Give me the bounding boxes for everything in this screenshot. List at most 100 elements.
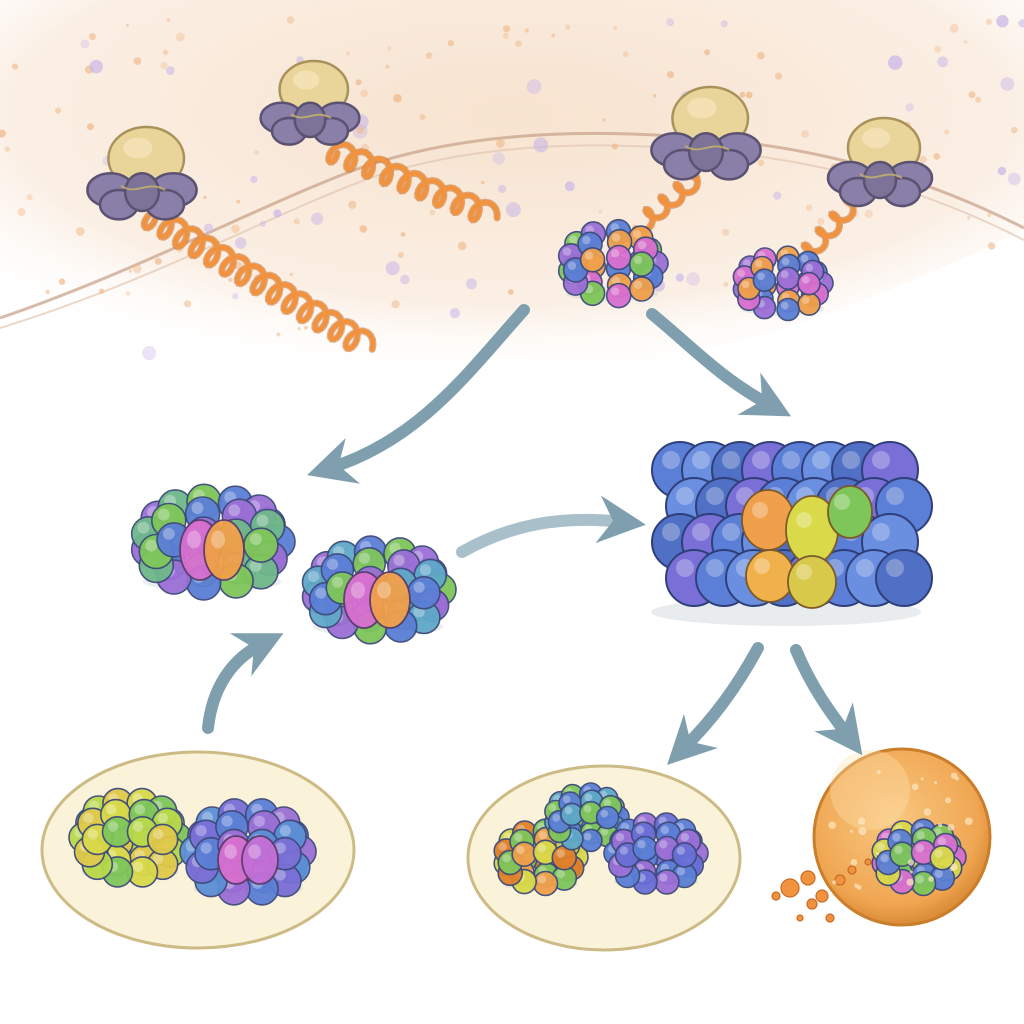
particle: [492, 152, 505, 165]
particle: [203, 195, 207, 199]
ribosome-4-bound-complex-subunit-shine: [757, 272, 765, 281]
pool-middle-blue-complex-subunit-shine: [659, 873, 668, 882]
ribosome-3-bound-complex-subunit-shine: [567, 261, 577, 270]
chaperonin-right-subunit: [407, 575, 441, 610]
particle: [359, 225, 368, 233]
vesicle-inner-complex-subunit-shine: [916, 831, 925, 840]
particle: [720, 20, 728, 28]
particle: [132, 264, 142, 274]
vesicle-inner-complex-subunit-shine: [937, 837, 947, 846]
particle: [400, 232, 406, 237]
ribosome-3-bound-complex: [557, 218, 669, 309]
large-chaperonin-assembly-subunit-shine: [812, 451, 830, 469]
ribosome-4-bound-complex-subunit-shine: [737, 269, 745, 277]
pool-left-blue-complex-core-subunit: [241, 835, 279, 885]
particle: [564, 181, 575, 192]
chaperonin-left-subunit-shine: [228, 504, 241, 517]
chaperonin-right-subunit-shine: [413, 581, 425, 593]
pool-left-blue-complex: [179, 798, 317, 906]
vesicle-inner-complex: [871, 818, 967, 897]
particle: [12, 63, 18, 70]
ribosome-2: [259, 59, 361, 146]
ribosome-3-bound-complex-subunit-shine: [582, 235, 591, 245]
particle: [526, 79, 542, 94]
large-chaperonin-assembly-subunit-shine: [662, 451, 680, 469]
ribosome-4-bound-complex-subunit: [776, 266, 800, 291]
particle: [234, 237, 247, 249]
large-chaperonin-assembly-core-shine: [752, 502, 768, 518]
ribosome-3-bound-complex-subunit-shine: [633, 255, 643, 265]
pool-middle-green-complex-subunit-shine: [583, 804, 592, 813]
particle: [985, 18, 993, 25]
pool-middle-orange-complex-subunit-shine: [502, 854, 511, 863]
chaperonin-left-core-shine: [187, 530, 201, 549]
pool-middle-blue-complex-subunit: [654, 869, 680, 895]
particle: [80, 39, 90, 49]
ribosome-3-bound-complex-subunit-shine: [610, 287, 620, 296]
particle: [598, 209, 603, 214]
particle: [128, 269, 132, 273]
debris-fragment: [780, 878, 800, 898]
particle: [0, 129, 6, 138]
ribosome-4-bound-complex-subunit: [797, 271, 821, 296]
large-chaperonin-assembly-core-subunit: [787, 555, 837, 609]
ribosome-3-bound-complex-subunit-shine: [633, 280, 643, 289]
vesicle-particle: [964, 817, 973, 826]
particle: [89, 59, 103, 74]
particle: [611, 143, 618, 150]
chaperonin-right-subunit-shine: [419, 564, 431, 576]
particle: [162, 49, 168, 55]
particle: [160, 62, 168, 69]
chaperonin-left-subunit: [243, 527, 279, 564]
large-chaperonin-assembly-subunit-shine: [752, 451, 770, 469]
ribosome-1-highlight: [123, 137, 153, 159]
pool-left-yellow-complex-subunit-shine: [152, 853, 164, 865]
ribosome-4-bound-complex-subunit-shine: [781, 257, 790, 266]
large-chaperonin-assembly-subunit-shine: [662, 523, 680, 541]
particle: [86, 123, 94, 131]
vesicle-particle: [849, 829, 853, 833]
particle: [385, 261, 400, 276]
arrow-pair-to-assembly: [456, 495, 646, 558]
particle: [987, 242, 996, 250]
vesicle-inner-complex-subunit: [929, 844, 956, 871]
particle: [937, 56, 949, 68]
ribosome-4-bound-complex-subunit-shine: [801, 296, 810, 305]
pool-middle-blue-complex-subunit: [632, 835, 658, 862]
particle: [864, 209, 873, 219]
particle: [805, 204, 813, 211]
pool-middle-green-complex-subunit: [595, 805, 620, 830]
particle: [286, 16, 295, 24]
particle: [968, 91, 976, 99]
large-chaperonin-assembly-core-shine: [754, 558, 770, 574]
ribosome-3-small-subunit-lobe: [687, 131, 725, 173]
ribosome-3-bound-complex-subunit-shine: [637, 240, 647, 250]
large-chaperonin-assembly-subunit-shine: [842, 451, 860, 469]
pool-middle-blue-complex-subunit-shine: [615, 833, 625, 842]
pool-middle-green-complex-subunit-shine: [548, 803, 557, 812]
pool-middle-orange-complex-subunit-shine: [538, 831, 547, 840]
pool-middle-green-complex-subunit-shine: [603, 798, 612, 807]
particle: [622, 51, 629, 58]
vesicle-particle: [950, 772, 958, 779]
vesicle-particle: [911, 783, 919, 791]
particle: [419, 114, 426, 120]
ribosome-3-bound-complex-subunit: [628, 251, 655, 277]
pool-left-blue-complex-core-shine: [248, 844, 261, 859]
large-chaperonin-assembly-core-subunit: [827, 485, 873, 539]
pool-middle-orange-complex-subunit-shine: [556, 869, 565, 879]
chaperonin-right-core-subunit: [369, 571, 411, 629]
particle: [675, 273, 685, 282]
vesicle-particle: [850, 859, 858, 866]
pool-middle-green-complex-subunit-shine: [564, 806, 573, 815]
debris-fragment: [825, 913, 835, 923]
ribosome-1-mrna: [120, 184, 166, 191]
chaperonin-left: [130, 483, 296, 601]
pool-left-yellow-complex-subunit-shine: [106, 804, 117, 815]
vesicle-inner-complex-subunit-shine: [915, 843, 925, 853]
ribosome-3-bound-complex-subunit: [628, 276, 655, 302]
nascent-chain-1: [142, 207, 376, 352]
pool-left-yellow-complex: [68, 787, 192, 888]
particle: [154, 257, 162, 265]
vesicle-inner-complex-subunit-shine: [934, 849, 943, 858]
